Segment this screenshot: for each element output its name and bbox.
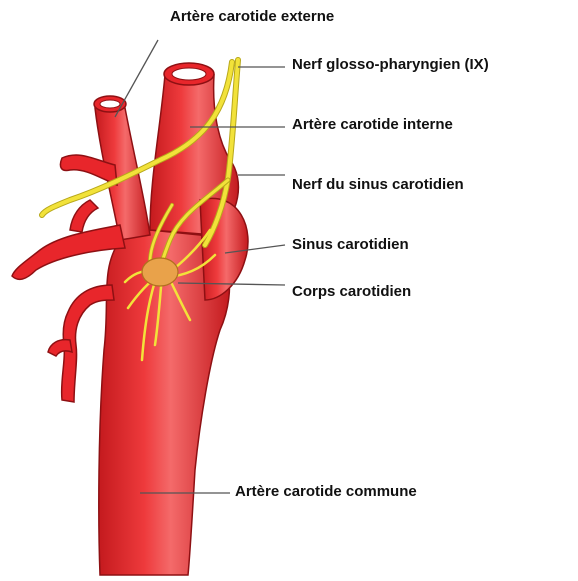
carotid-body bbox=[142, 258, 178, 286]
label-common-carotid: Artère carotide commune bbox=[235, 483, 417, 501]
label-glossopharyngeal-nerve: Nerf glosso-pharyngien (IX) bbox=[292, 56, 489, 74]
label-carotid-body: Corps carotidien bbox=[292, 283, 411, 301]
label-internal-carotid: Artère carotide interne bbox=[292, 116, 453, 134]
label-external-carotid: Artère carotide externe bbox=[170, 8, 334, 26]
label-carotid-sinus-nerve: Nerf du sinus carotidien bbox=[292, 176, 464, 194]
label-carotid-sinus: Sinus carotidien bbox=[292, 236, 409, 254]
external-carotid-branch bbox=[70, 200, 98, 232]
